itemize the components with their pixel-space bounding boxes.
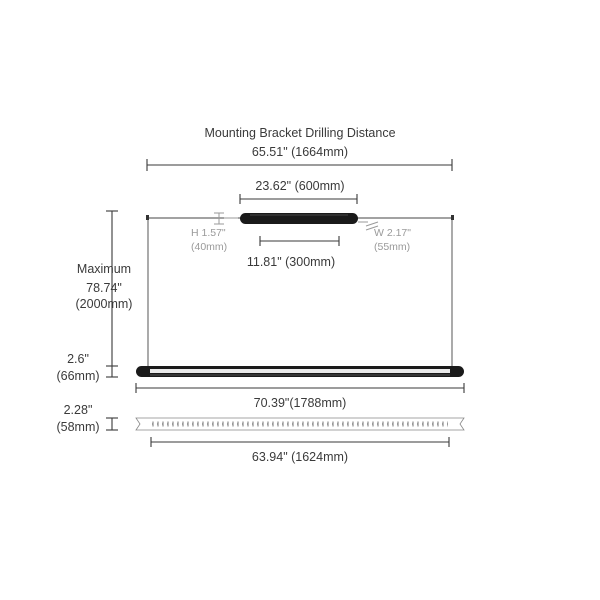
canopy-width-mm: (55mm) [374,241,410,253]
diffuser-height-mm: (58mm) [56,420,99,434]
fixture-height-mm: (66mm) [56,369,99,383]
fixture-length-dimension-line [135,383,465,393]
canopy-length-label: 23.62" (600mm) [255,179,344,193]
fixture-height-dimension [106,365,118,378]
canopy-width-marker [358,221,379,231]
hanging-length-line2: 78.74" [86,281,122,295]
hole-spacing-label: 11.81" (300mm) [247,255,335,269]
hanging-length-line1: Maximum [77,262,131,276]
diffuser-height-dimension [106,417,118,431]
hole-spacing-dimension-line [259,236,340,246]
hanging-length-dimension-line [106,210,118,366]
canopy-width-label: W 2.17" [374,227,411,239]
hanging-length-line3: (2000mm) [76,297,133,311]
diffuser-height-in: 2.28" [64,403,93,417]
suspension-cables [147,220,453,366]
fixture-length-label: 70.39"(1788mm) [254,396,347,410]
canopy-length-dimension-line [239,194,358,204]
diffuser-length-dimension-line [150,437,450,447]
drilling-distance-title: Mounting Bracket Drilling Distance [204,126,395,140]
light-fixture-bar [136,366,464,377]
canopy-height-label: H 1.57" [191,227,226,239]
fixture-height-in: 2.6" [67,352,89,366]
canopy-bar [240,213,358,224]
canopy-height-marker [214,212,238,225]
diffuser-length-label: 63.94" (1624mm) [252,450,348,464]
canopy-height-mm: (40mm) [191,241,227,253]
diffuser-strip [135,417,465,431]
drilling-distance-dimension-line [146,159,453,171]
drilling-distance-value: 65.51" (1664mm) [252,145,348,159]
